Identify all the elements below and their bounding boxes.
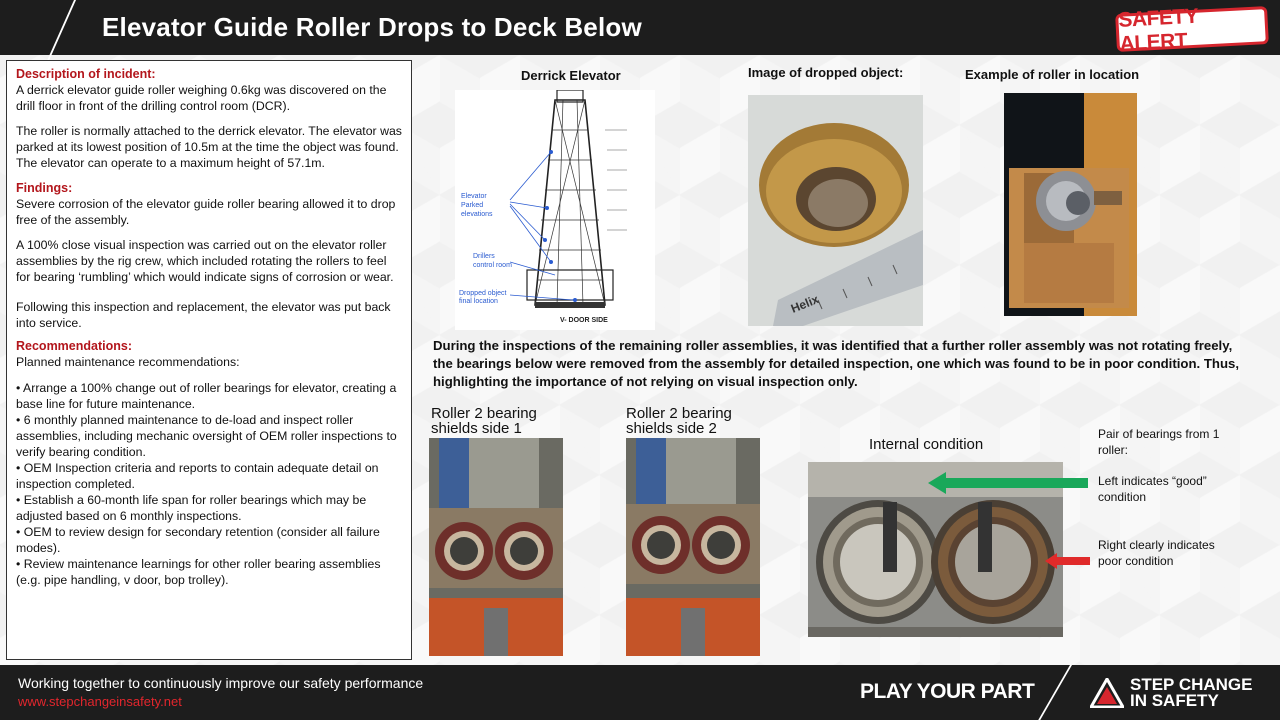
recommendations-list: • Arrange a 100% change out of roller be… bbox=[16, 380, 402, 588]
recommendation-item: • Establish a 60-month life span for rol… bbox=[16, 493, 367, 523]
description-paragraph-1: A derrick elevator guide roller weighing… bbox=[16, 83, 387, 113]
play-your-part-slogan: PLAY YOUR PART bbox=[860, 680, 1035, 703]
internal-condition-photo bbox=[808, 462, 1063, 637]
dropped-object-photo: Helix bbox=[748, 95, 923, 326]
svg-text:control room: control room bbox=[473, 262, 512, 269]
side2-caption: Roller 2 bearing shields side 2 bbox=[626, 405, 732, 437]
bearing-side1-photo bbox=[429, 438, 563, 656]
safety-alert-badge: SAFETY ALERT bbox=[1115, 5, 1269, 56]
recommendations-heading: Recommendations: bbox=[16, 339, 132, 353]
inspection-description: During the inspections of the remaining … bbox=[433, 338, 1240, 389]
good-condition-arrow-icon bbox=[928, 472, 1088, 494]
step-change-logo-icon bbox=[1090, 678, 1124, 708]
footer-website-link[interactable]: www.stepchangeinsafety.net bbox=[18, 694, 182, 709]
description-heading: Description of incident: bbox=[16, 67, 156, 81]
footer-tagline: Working together to continuously improve… bbox=[18, 675, 424, 691]
safety-alert-text: SAFETY ALERT bbox=[1117, 4, 1199, 56]
svg-text:Elevator: Elevator bbox=[461, 193, 487, 200]
derrick-diagram: Elevator Parked elevations Drillers cont… bbox=[455, 90, 655, 330]
roller-in-location-photo bbox=[1004, 93, 1137, 316]
findings-paragraph-3: Following this inspection and replacemen… bbox=[16, 300, 391, 330]
incident-text-panel: Description of incident: A derrick eleva… bbox=[6, 60, 412, 660]
findings-paragraph-2: A 100% close visual inspection was carri… bbox=[16, 238, 394, 284]
bearing-pair-note: Pair of bearings from 1 roller: bbox=[1098, 427, 1220, 457]
svg-text:final location: final location bbox=[459, 298, 498, 305]
recommendation-item: • OEM to review design for secondary ret… bbox=[16, 525, 380, 555]
findings-paragraph-1: Severe corrosion of the elevator guide r… bbox=[16, 197, 396, 227]
good-condition-note: Left indicates “good” condition bbox=[1098, 474, 1207, 504]
door-side-label: V- DOOR SIDE bbox=[560, 317, 608, 324]
page-title: Elevator Guide Roller Drops to Deck Belo… bbox=[102, 12, 642, 42]
header-bar: Elevator Guide Roller Drops to Deck Belo… bbox=[0, 0, 1280, 56]
footer-bar: Working together to continuously improve… bbox=[0, 665, 1280, 720]
svg-text:Dropped object: Dropped object bbox=[459, 290, 507, 297]
brand-name-line2: IN SAFETY bbox=[1130, 691, 1219, 710]
recommendation-item: • Arrange a 100% change out of roller be… bbox=[16, 381, 397, 411]
dropped-object-caption: Image of dropped object: bbox=[748, 65, 904, 80]
poor-condition-note: Right clearly indicates poor condition bbox=[1098, 538, 1215, 568]
internal-condition-caption: Internal condition bbox=[869, 436, 984, 453]
bearing-side2-photo bbox=[626, 438, 760, 656]
footer-divider bbox=[1034, 665, 1072, 720]
recommendation-item: • 6 monthly planned maintenance to de-lo… bbox=[16, 413, 397, 459]
side1-caption: Roller 2 bearing shields side 1 bbox=[431, 405, 537, 437]
recommendation-item: • OEM Inspection criteria and reports to… bbox=[16, 461, 379, 491]
description-paragraph-2: The roller is normally attached to the d… bbox=[16, 124, 402, 170]
brand-name-line1: STEP CHANGE bbox=[1130, 675, 1253, 694]
recommendations-intro: Planned maintenance recommendations: bbox=[16, 355, 240, 369]
recommendation-item: • Review maintenance learnings for other… bbox=[16, 557, 381, 587]
roller-location-caption: Example of roller in location bbox=[965, 67, 1140, 82]
svg-text:Drillers: Drillers bbox=[473, 253, 495, 260]
svg-text:Parked: Parked bbox=[461, 202, 483, 209]
derrick-caption: Derrick Elevator bbox=[521, 68, 621, 83]
findings-heading: Findings: bbox=[16, 181, 73, 195]
poor-condition-arrow-icon bbox=[1045, 553, 1090, 569]
svg-text:elevations: elevations bbox=[461, 211, 493, 218]
